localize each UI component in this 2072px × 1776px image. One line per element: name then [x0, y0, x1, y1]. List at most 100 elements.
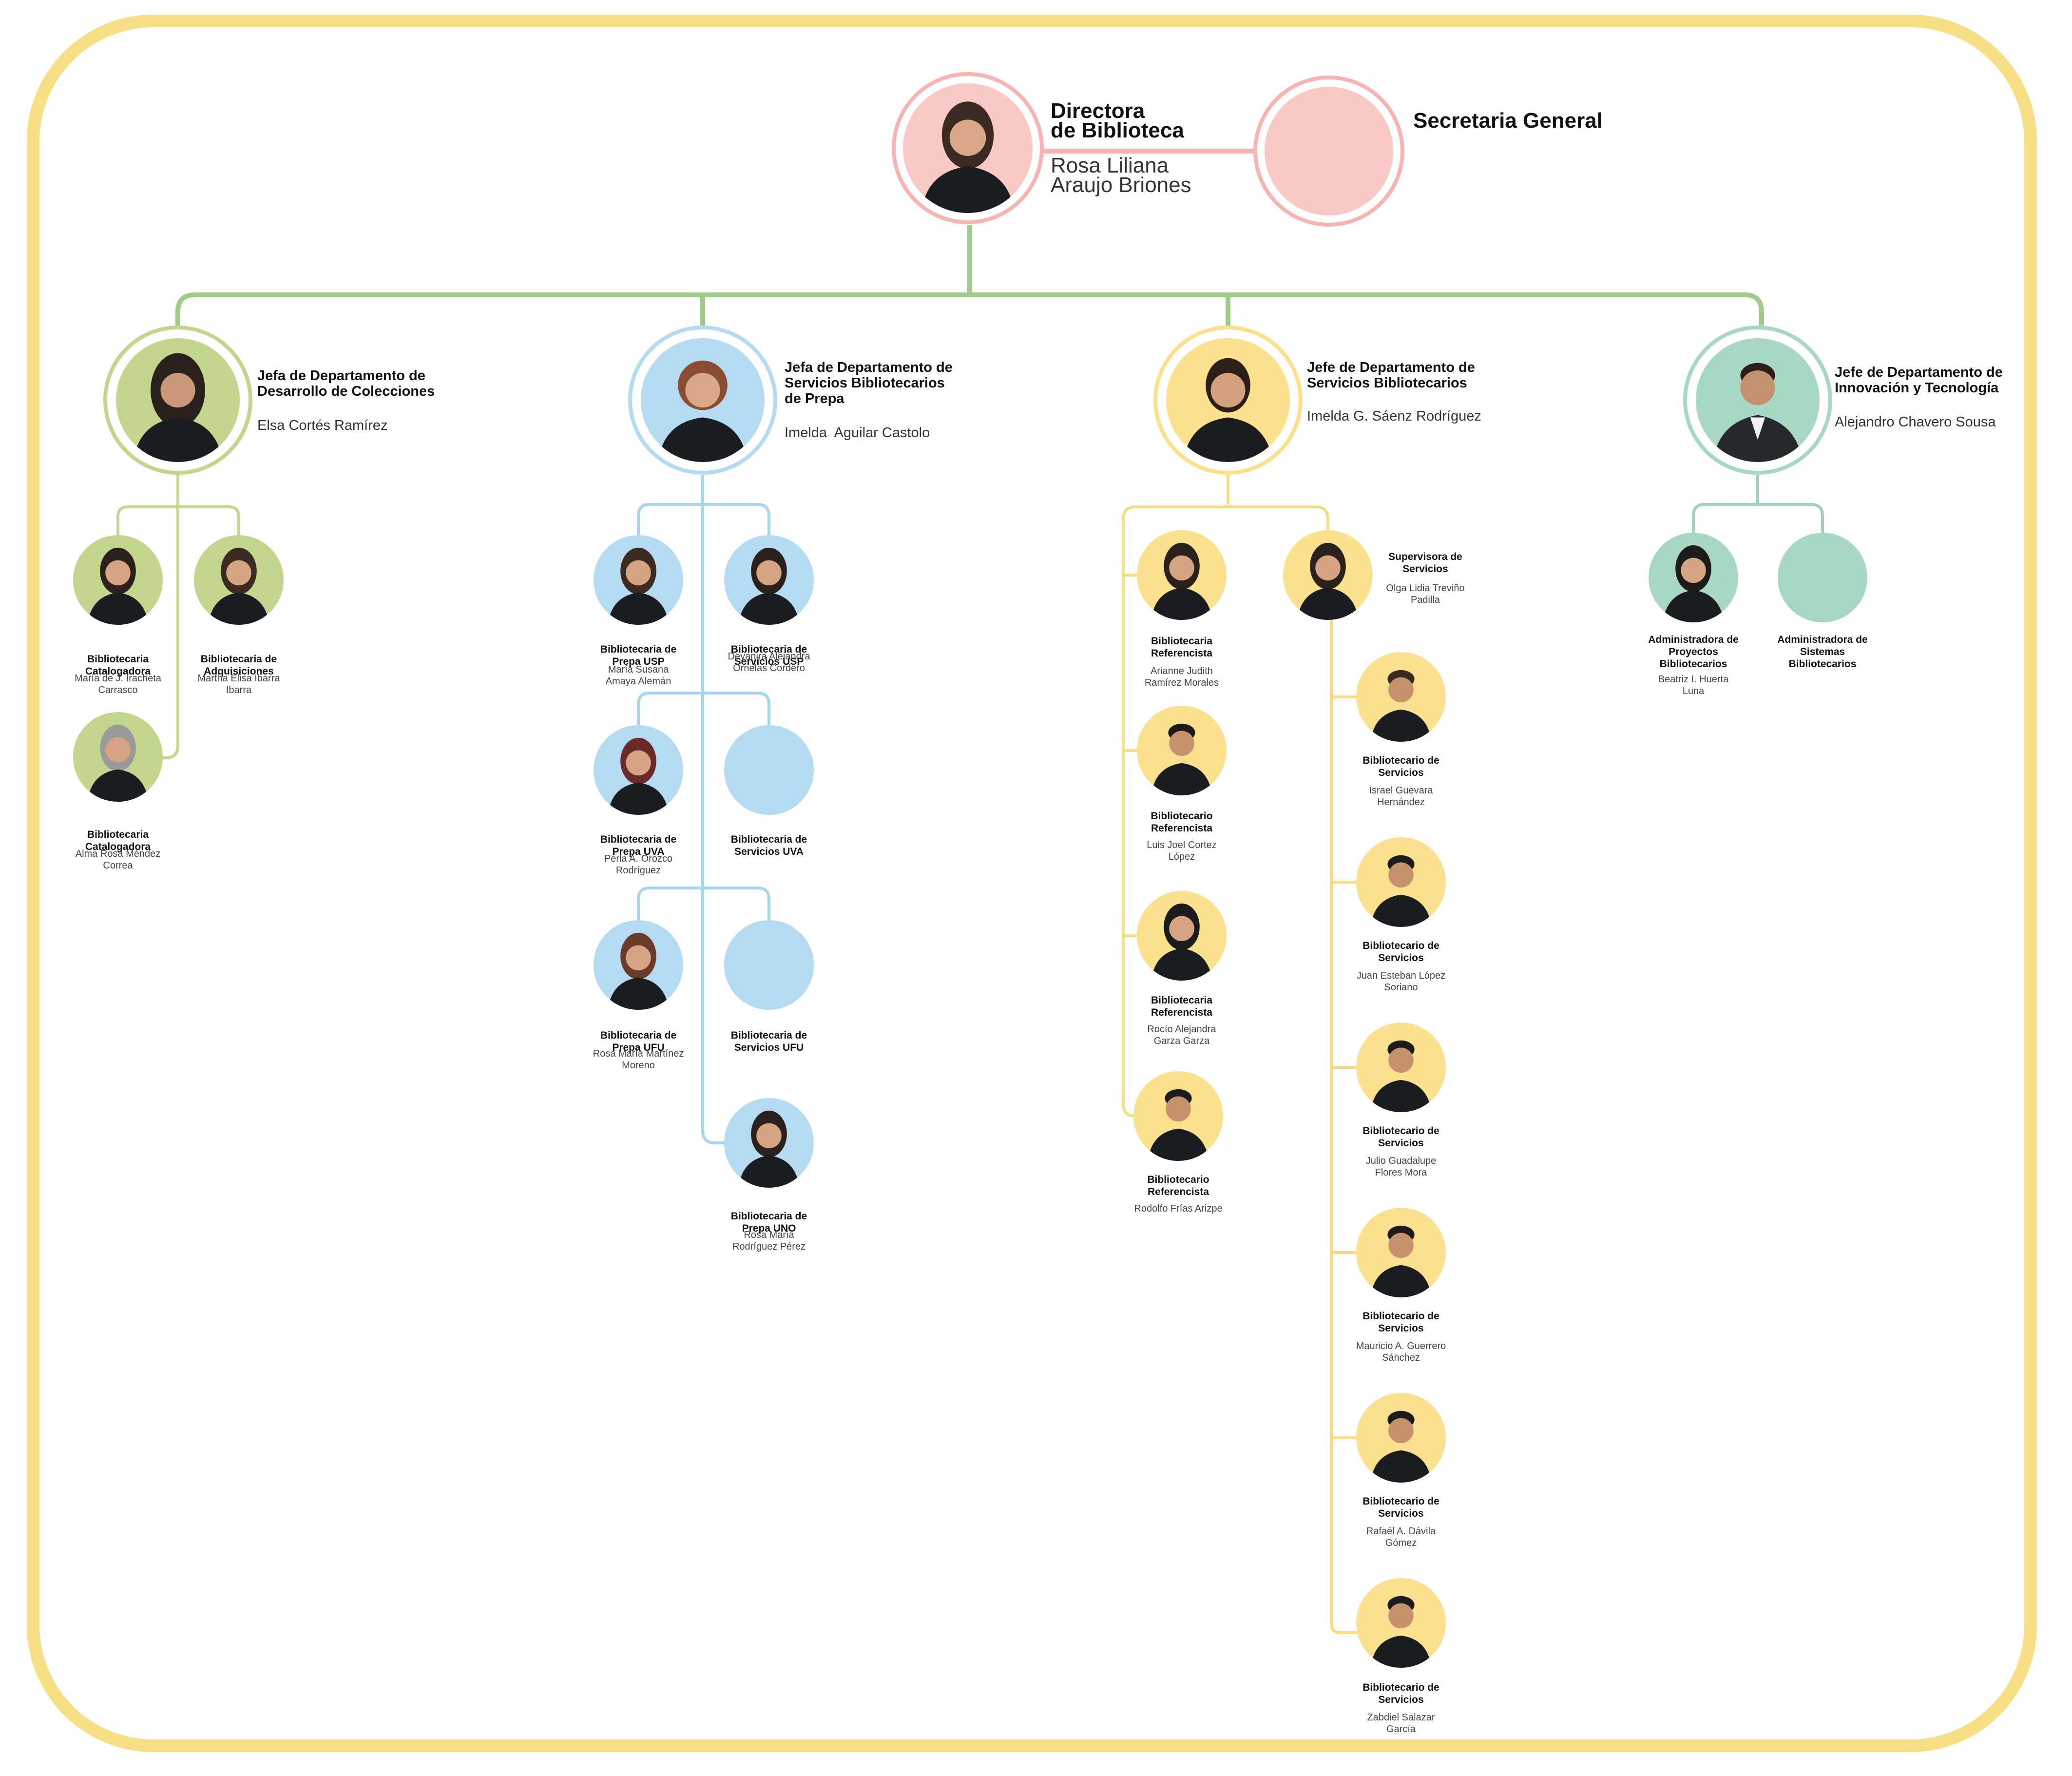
chart-frame — [27, 15, 2037, 1752]
staff-avatar — [1137, 530, 1227, 620]
staff-name: Martha Elisa Ibarra Ibarra — [197, 673, 280, 695]
staff-name: Rodolfo Frías Arizpe — [1134, 1203, 1223, 1214]
staff-avatar — [724, 1098, 814, 1188]
director-name-line1: Rosa Liliana — [1051, 154, 1169, 177]
staff-name: Juan Esteban López Soriano — [1356, 970, 1446, 993]
director-title-line1: Directora — [1051, 99, 1145, 123]
secretary-title: Secretaria General — [1413, 109, 1603, 133]
staff-title: Bibliotecario de Servicios — [1362, 940, 1439, 964]
dept-colecciones-title-line1: Jefa de Departamento de — [257, 368, 425, 384]
dept-colecciones-name: Elsa Cortés Ramírez — [257, 418, 388, 433]
director-title: Directora de Biblioteca — [1051, 99, 1184, 142]
dept-prepa-title-line2: Servicios Bibliotecarios — [785, 375, 945, 391]
staff-avatar — [1356, 1578, 1446, 1668]
staff-name: Julio Guadalupe Flores Mora — [1365, 1156, 1437, 1178]
staff-name: Rosa María Martínez Moreno — [593, 1048, 684, 1071]
director-title-line2: de Biblioteca — [1051, 118, 1184, 142]
dept-prepa-title-line1: Jefa de Departamento de — [785, 360, 953, 375]
staff-title: Bibliotecario de Servicios — [1362, 755, 1439, 778]
staff-title: Bibliotecario Referencista — [1147, 1174, 1209, 1197]
staff-title: Bibliotecaria Catalogadora — [85, 829, 151, 852]
staff-title: Bibliotecaria Catalogadora — [85, 654, 151, 677]
dept-colecciones-title: Jefa de Departamento de Desarrollo de Co… — [257, 368, 435, 399]
staff-title: Bibliotecaria de Prepa UFU — [600, 1030, 677, 1053]
staff-title: Bibliotecaria de Adquisiciones — [200, 654, 277, 677]
staff-avatar — [594, 725, 683, 815]
staff-avatar-placeholder — [724, 920, 814, 1010]
staff-name: Rosa María Rodríguez Pérez — [732, 1230, 806, 1252]
staff-title: Bibliotecaria de Servicios USP — [730, 644, 807, 667]
staff-name: Beatriz I. Huerta Luna — [1658, 674, 1729, 696]
links-colecciones — [116, 475, 240, 759]
dept-innovacion-avatar — [1696, 338, 1820, 462]
director-name: Rosa Liliana Araujo Briones — [1051, 154, 1191, 196]
staff-avatar-placeholder — [1778, 533, 1867, 622]
dept-servicios-avatar — [1166, 338, 1290, 462]
staff-avatar — [1356, 1023, 1446, 1112]
staff-title: Bibliotecario de Servicios — [1362, 1125, 1439, 1149]
staff-avatar — [1356, 1393, 1446, 1483]
dept-prepa-title: Jefa de Departamento de Servicios Biblio… — [785, 360, 953, 406]
staff-title: Bibliotecaria de Prepa UNO — [730, 1211, 807, 1234]
staff-avatar — [594, 920, 683, 1010]
staff-title: Bibliotecario de Servicios — [1362, 1682, 1439, 1705]
staff-avatar — [1356, 1208, 1446, 1297]
staff-title: Bibliotecario de Servicios — [1362, 1496, 1439, 1519]
staff-title: Bibliotecario Referencista — [1151, 811, 1213, 834]
staff-name: Olga Lidia Treviño Padilla — [1386, 583, 1465, 605]
dept-prepa-name: Imelda Aguilar Castolo — [785, 425, 930, 441]
staff-avatar — [1133, 1071, 1223, 1161]
secretary-avatar-placeholder — [1265, 87, 1393, 215]
staff-avatar — [1356, 652, 1446, 742]
link-department-bus — [175, 292, 1764, 326]
staff-avatar — [194, 535, 284, 625]
staff-avatar — [1137, 891, 1227, 981]
staff-title: Bibliotecaria Referencista — [1151, 995, 1213, 1018]
staff-avatar — [73, 535, 163, 625]
staff-avatar — [73, 712, 163, 802]
director-avatar — [903, 83, 1033, 213]
staff-avatar — [1283, 530, 1373, 620]
dept-servicios-name: Imelda G. Sáenz Rodríguez — [1307, 408, 1481, 424]
dept-prepa-avatar — [641, 338, 765, 462]
staff-avatar — [594, 535, 683, 625]
staff-avatar — [1137, 706, 1227, 795]
staff-avatar-placeholder — [724, 725, 814, 815]
staff-name: María de J. Iracheta Carrasco — [75, 673, 161, 695]
dept-colecciones-title-line2: Desarrollo de Colecciones — [257, 384, 435, 399]
staff-name: Arianne Judith Ramírez Morales — [1144, 666, 1219, 688]
staff-title: Bibliotecaria de Servicios UVA — [730, 834, 807, 857]
dept-servicios-title-line1: Jefe de Departamento de — [1307, 360, 1475, 375]
staff-name: Rocío Alejandra Garza Garza — [1147, 1024, 1216, 1046]
links-prepa — [637, 475, 770, 1144]
staff-avatar — [1356, 837, 1446, 927]
staff-name: Luis Joel Cortez López — [1147, 840, 1217, 862]
dept-colecciones-avatar — [116, 338, 240, 462]
staff-name: Zabdiel Salazar García — [1367, 1712, 1435, 1735]
staff-name: Alma Rosa Méndez Correa — [75, 849, 161, 871]
staff-title: Administradora de Sistemas Bibliotecario… — [1777, 634, 1868, 670]
staff-name: Mauricio A. Guerrero Sánchez — [1356, 1341, 1446, 1363]
staff-title: Administradora de Proyectos Bibliotecari… — [1648, 634, 1739, 670]
staff-name: Deyanira Alejandra Ornelas Cordero — [728, 651, 810, 674]
staff-name: Israel Guevara Hernández — [1369, 785, 1433, 808]
staff-title: Supervisora de Servicios — [1388, 551, 1462, 575]
dept-innovacion-title-line1: Jefe de Departamento de — [1835, 365, 2003, 380]
dept-innovacion-title: Jefe de Departamento de Innovación y Tec… — [1835, 365, 2003, 396]
dept-innovacion-name: Alejandro Chavero Sousa — [1835, 414, 1996, 430]
staff-avatar — [1649, 533, 1738, 622]
dept-servicios-title-line2: Servicios Bibliotecarios — [1307, 375, 1467, 391]
staff-name: María Susana Amaya Alemán — [605, 664, 671, 687]
dept-innovacion-title-line2: Innovación y Tecnología — [1835, 380, 1999, 396]
staff-title: Bibliotecaria de Prepa USP — [600, 644, 677, 667]
staff-title: Bibliotecario de Servicios — [1362, 1311, 1439, 1334]
dept-prepa-title-line3: de Prepa — [785, 391, 844, 406]
staff-avatar — [724, 535, 814, 625]
staff-title: Bibliotecaria de Servicios UFU — [730, 1030, 807, 1053]
links-innovacion — [1692, 475, 1824, 535]
staff-name: Rafaél A. Dávila Gómez — [1366, 1526, 1436, 1548]
staff-title: Bibliotecaria Referencista — [1151, 636, 1213, 659]
staff-name: Perla A. Orozco Rodríguez — [604, 853, 673, 876]
